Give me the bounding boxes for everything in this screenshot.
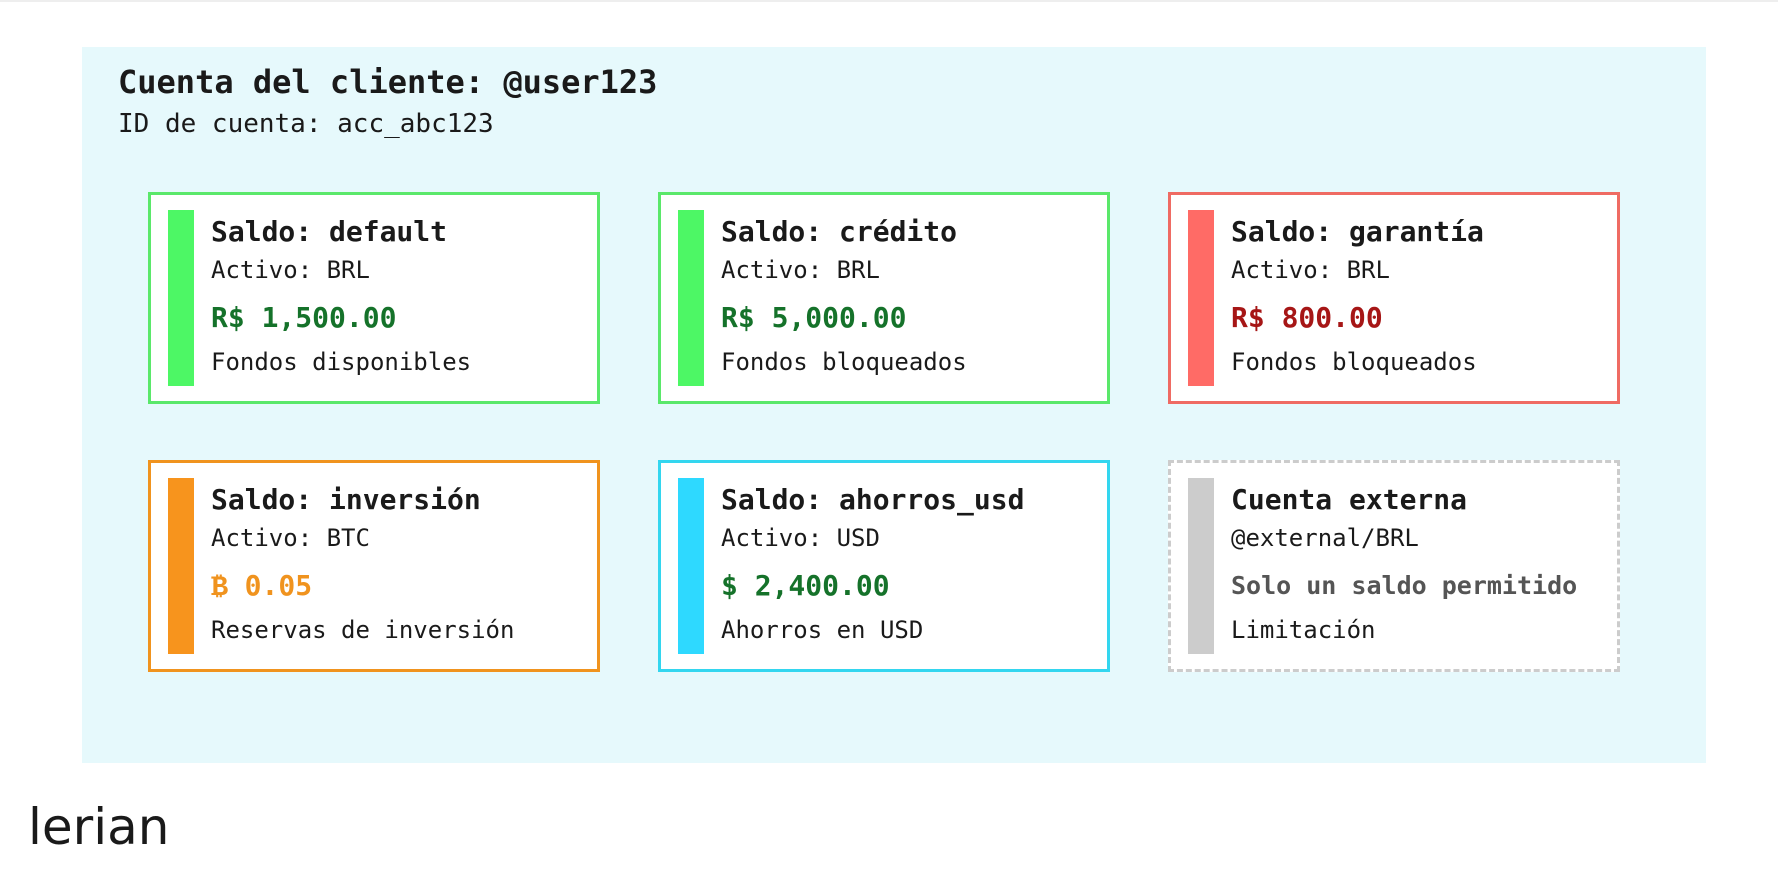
balance-card-garantia[interactable]: Saldo: garantía Activo: BRL R$ 800.00 Fo… <box>1168 192 1620 404</box>
balance-name: Saldo: garantía <box>1231 215 1484 248</box>
balance-note: Fondos bloqueados <box>721 348 967 376</box>
balance-note: Reservas de inversión <box>211 616 515 644</box>
balance-color-bar <box>1188 210 1214 386</box>
balance-amount: R$ 5,000.00 <box>721 301 907 334</box>
account-id: ID de cuenta: acc_abc123 <box>118 109 494 139</box>
balance-color-bar <box>1188 478 1214 654</box>
balance-note: Fondos disponibles <box>211 348 472 376</box>
balance-note: Ahorros en USD <box>721 616 924 644</box>
balance-amount: $ 2,400.00 <box>721 569 890 602</box>
balance-name: Saldo: ahorros_usd <box>721 483 1025 516</box>
balance-amount: R$ 800.00 <box>1231 301 1383 334</box>
external-account-alias: @external/BRL <box>1231 524 1419 552</box>
balance-asset: Activo: BTC <box>211 524 370 552</box>
balance-asset: Activo: BRL <box>721 256 880 284</box>
balance-color-bar <box>678 210 704 386</box>
balance-color-bar <box>168 210 194 386</box>
balance-asset: Activo: BRL <box>211 256 370 284</box>
balance-amount: R$ 1,500.00 <box>211 301 397 334</box>
balance-name: Saldo: default <box>211 215 448 248</box>
external-account-name: Cuenta externa <box>1231 483 1468 516</box>
balance-name: Saldo: inversión <box>211 483 481 516</box>
balance-card-credito[interactable]: Saldo: crédito Activo: BRL R$ 5,000.00 F… <box>658 192 1110 404</box>
balance-name: Saldo: crédito <box>721 215 958 248</box>
balance-asset: Activo: BRL <box>1231 256 1390 284</box>
balance-amount: ₿ 0.05 <box>211 569 313 602</box>
external-account-card[interactable]: Cuenta externa @external/BRL Solo un sal… <box>1168 460 1620 672</box>
balance-card-ahorros-usd[interactable]: Saldo: ahorros_usd Activo: USD $ 2,400.0… <box>658 460 1110 672</box>
balance-asset: Activo: USD <box>721 524 880 552</box>
balance-note: Fondos bloqueados <box>1231 348 1477 376</box>
account-title: Cuenta del cliente: @user123 <box>118 63 658 101</box>
external-account-rule: Solo un saldo permitido <box>1231 571 1578 600</box>
top-divider <box>0 0 1778 2</box>
balance-color-bar <box>678 478 704 654</box>
external-account-note: Limitación <box>1231 616 1376 644</box>
balance-card-default[interactable]: Saldo: default Activo: BRL R$ 1,500.00 F… <box>148 192 600 404</box>
balance-card-inversion[interactable]: Saldo: inversión Activo: BTC ₿ 0.05 Rese… <box>148 460 600 672</box>
balance-color-bar <box>168 478 194 654</box>
lerian-logo: lerian <box>28 798 170 856</box>
